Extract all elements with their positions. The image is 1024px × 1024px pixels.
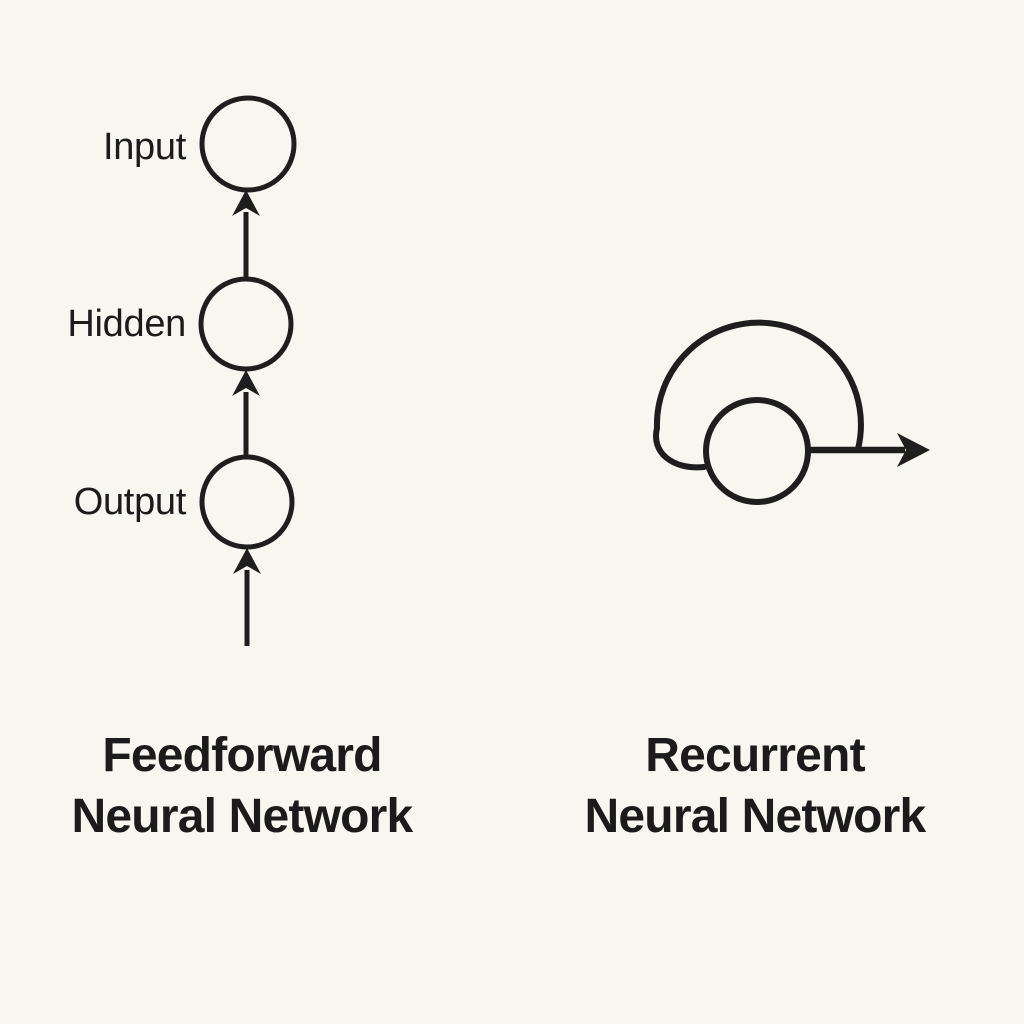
rnn-title-line1: Recurrent [645,729,865,782]
rnn-output-arrowhead [897,433,930,467]
rnn-recurrent-loop-arc [653,319,864,471]
ffn-title-line2: Neural Network [71,790,414,843]
ffn-title: Feedforward Neural Network [0,725,484,847]
ffn-arrowhead-output-to-hidden [232,370,260,396]
ffn-title-line1: Feedforward [102,729,382,782]
recurrent-diagram [653,319,930,505]
rnn-title-line2: Neural Network [584,790,927,843]
rnn-title: Recurrent Neural Network [513,725,997,847]
ffn-node-hidden-circle [198,276,294,372]
ffn-node-output-circle [199,454,295,550]
feedforward-diagram [198,95,297,646]
ffn-arrowhead-external-to-output [233,548,261,574]
ffn-label-output: Output [73,481,187,523]
ffn-arrowhead-hidden-to-input [232,190,260,216]
rnn-node-circle [703,397,811,505]
ffn-label-input: Input [102,126,186,168]
ffn-node-input-circle [199,95,297,193]
ffn-label-hidden: Hidden [67,303,186,345]
